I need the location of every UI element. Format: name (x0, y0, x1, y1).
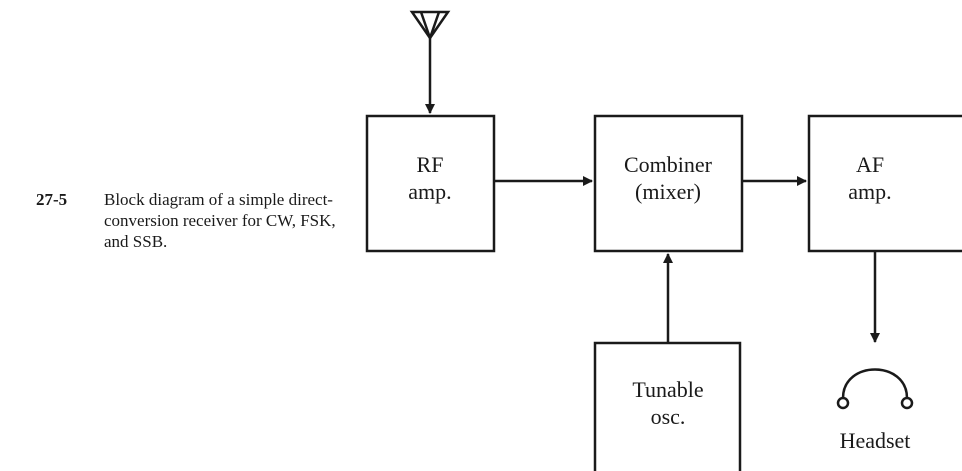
rf-amp-label-line2: amp. (408, 179, 451, 204)
headset-icon (836, 368, 914, 410)
combiner-label-line1: Combiner (624, 152, 713, 177)
figure-caption-text: Block diagram of a simple direct-convers… (104, 190, 336, 251)
tunable-osc-block: Tunable osc. (593, 341, 742, 471)
headset-label: Headset (840, 428, 911, 453)
rf-amp-block: RF amp. (365, 114, 496, 253)
tunable-osc-label-line1: Tunable (632, 377, 703, 402)
combiner-block: Combiner (mixer) (593, 114, 744, 253)
af-amp-block: AF amp. (807, 114, 962, 253)
rf-amp-label-line1: RF (417, 152, 444, 177)
af-amp-label-line2: amp. (848, 179, 891, 204)
tunable-osc-label-line2: osc. (651, 404, 686, 429)
antenna-icon (409, 10, 451, 41)
combiner-label-line2: (mixer) (635, 179, 701, 204)
figure-number: 27-5 (36, 190, 68, 209)
af-amp-label-line1: AF (856, 152, 884, 177)
